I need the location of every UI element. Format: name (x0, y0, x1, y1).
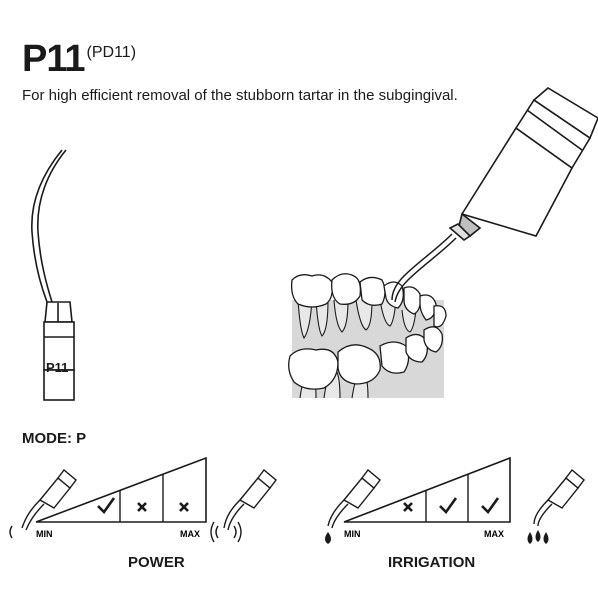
power-level-1-check-icon (97, 497, 116, 515)
irrigation-min-drop-icon (325, 532, 331, 544)
tip-marking: P11 (46, 360, 68, 375)
product-code: (PD11) (86, 44, 137, 61)
power-chart: MIN MAX (9, 456, 277, 543)
power-chart-title: POWER (128, 554, 185, 571)
product-title-row: P11 (PD11) (22, 40, 136, 78)
irrigation-max-label: MAX (484, 529, 504, 539)
power-level-2-cross-icon (137, 502, 147, 512)
product-description: For high efficient removal of the stubbo… (22, 87, 458, 104)
product-title: P11 (22, 38, 86, 80)
teeth-illustration (288, 87, 598, 399)
irrigation-level-2-check-icon (439, 497, 458, 515)
irrigation-level-1-cross-icon (403, 502, 413, 512)
irrigation-min-label: MIN (344, 529, 361, 539)
irrigation-handpiece-max-icon (533, 468, 585, 527)
power-handpiece-max-icon (210, 468, 277, 543)
power-max-label: MAX (180, 529, 200, 539)
irrigation-level-3-check-icon (481, 497, 500, 515)
irrigation-chart: MIN MAX (325, 456, 585, 544)
irrigation-handpiece-min-icon (327, 468, 381, 529)
irrigation-chart-title: IRRIGATION (388, 554, 476, 571)
power-min-label: MIN (36, 529, 53, 539)
power-level-3-cross-icon (179, 502, 189, 512)
irrigation-max-drops-icon (527, 530, 549, 544)
scaler-tip-illustration (31, 149, 75, 401)
power-handpiece-min-icon (9, 468, 77, 539)
mode-label: MODE: P (22, 430, 87, 447)
